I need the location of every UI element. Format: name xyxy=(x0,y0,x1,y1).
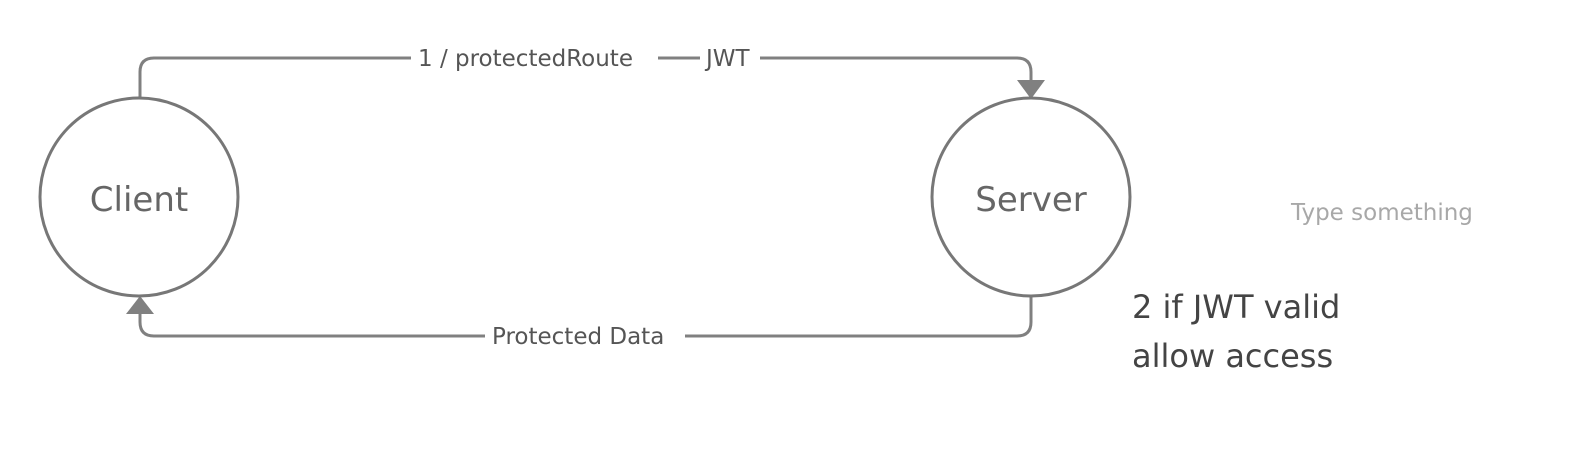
node-client[interactable]: Client xyxy=(38,96,240,298)
edge-request-label-right-bg xyxy=(700,42,760,74)
edge-request-label-left-bg xyxy=(411,42,658,74)
edge-response-arrowhead xyxy=(126,296,154,314)
validation-note-line-2: allow access xyxy=(1132,337,1334,375)
edge-request-label-right: JWT xyxy=(704,46,751,72)
node-server[interactable]: Server xyxy=(930,96,1132,298)
edge-response-label: Protected Data xyxy=(492,324,664,350)
node-server-label: Server xyxy=(975,180,1087,220)
edge-response-label-bg xyxy=(485,320,685,352)
validation-note-line-1: 2 if JWT valid xyxy=(1132,288,1341,326)
node-client-circle xyxy=(38,96,240,298)
edge-request-arrowhead xyxy=(1017,80,1045,99)
edge-request-label-left: 1 / protectedRoute xyxy=(418,46,633,72)
text-placeholder[interactable]: Type something xyxy=(1291,200,1473,226)
node-client-label: Client xyxy=(90,180,188,220)
node-server-circle xyxy=(930,96,1132,298)
validation-note[interactable]: 2 if JWT valid allow access xyxy=(1132,283,1340,381)
